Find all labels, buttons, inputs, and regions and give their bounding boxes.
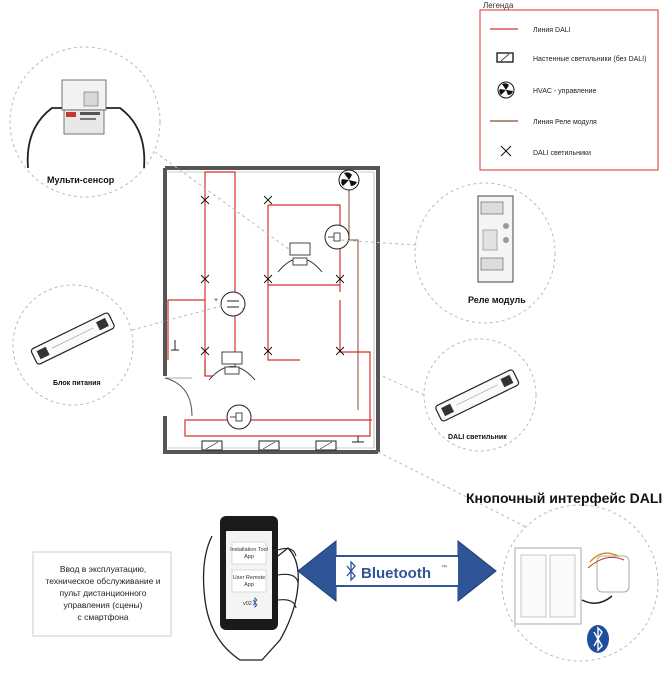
relay-line xyxy=(348,180,359,410)
fan-icon xyxy=(497,81,515,99)
cross-icon xyxy=(335,274,345,284)
dali-lines xyxy=(167,171,372,437)
wall-luminaire-icon xyxy=(315,440,337,451)
multisensor-label: Мульти-сенсор xyxy=(47,175,115,185)
floor-plan: + - xyxy=(163,166,380,454)
bluetooth-icon xyxy=(346,560,356,582)
cross-icon xyxy=(200,195,210,205)
commission-line-3: пульт дистанционного xyxy=(60,588,147,598)
push-button-interface-title: Кнопочный интерфейс DALI xyxy=(466,490,662,506)
bluetooth-double-arrow xyxy=(297,539,497,603)
bluetooth-label: Bluetooth xyxy=(361,565,431,582)
relay-plan-icon xyxy=(226,404,252,430)
dali-luminaire-illustration xyxy=(435,369,520,422)
wall-top-right xyxy=(165,166,380,452)
leader-line xyxy=(339,239,417,246)
multisensor-callout-circle xyxy=(9,46,161,198)
legend-label-hvac: HVAC - управление xyxy=(533,88,597,95)
wall-bottom xyxy=(163,416,378,454)
legend-label-relay-line: Линия Реле модуля xyxy=(533,119,597,126)
wall-luminaires xyxy=(201,440,337,451)
push-button-plan-icon xyxy=(352,436,364,443)
app-installation-tool-line2: App xyxy=(244,554,254,560)
wall-luminaire-icon xyxy=(201,440,223,451)
cross-icon xyxy=(200,346,210,356)
commission-line-5: с смартфона xyxy=(77,612,128,622)
app-tile-installation-tool[interactable] xyxy=(231,541,267,565)
cross-icon xyxy=(500,145,512,157)
sensor-plan-icons xyxy=(208,242,323,381)
legend-title: Легенда xyxy=(483,1,514,10)
legend: Легенда Линия DALI Настенные светильники… xyxy=(479,1,659,171)
wall-inner-line xyxy=(168,171,375,449)
leader-line xyxy=(377,451,529,529)
cross-icon xyxy=(200,274,210,284)
commission-line-4: управления (сцены) xyxy=(64,600,143,610)
bluetooth-icon xyxy=(587,625,609,653)
legend-label-dali-line: Линия DALI xyxy=(533,27,571,34)
multisensor-illustration xyxy=(26,79,146,169)
power-supply-illustration xyxy=(30,312,115,365)
relay-module-label: Реле модуль xyxy=(468,295,526,305)
power-supply-plan-marker xyxy=(171,340,179,351)
wall-luminaire-icon xyxy=(258,440,280,451)
app-user-remote-line1: User Remote xyxy=(233,575,265,581)
fan-icon xyxy=(338,169,360,191)
commission-line-1: Ввод в эксплуатацию, xyxy=(60,564,146,574)
dali-luminaire-crosses xyxy=(200,195,345,356)
wall-luminaire-icon xyxy=(496,52,514,63)
commission-line-2: техническое обслуживание и xyxy=(46,576,161,586)
power-supply-callout-circle xyxy=(12,284,134,406)
app-installation-tool-line1: Installation Tool xyxy=(230,547,268,553)
app-tile-user-remote[interactable] xyxy=(231,569,267,593)
callout-leader-lines xyxy=(131,151,529,529)
legend-label-wall-luminaire: Настенные светильники (без DALI) xyxy=(533,55,646,63)
bluetooth-icon xyxy=(252,597,258,608)
multisensor-icon xyxy=(208,351,256,381)
app-user-remote-line2: App xyxy=(244,582,254,588)
app-version: v02 xyxy=(243,601,252,607)
relay-module-illustration xyxy=(477,195,514,283)
cross-icon xyxy=(263,195,273,205)
push-button-callout-circle xyxy=(501,504,659,662)
bluetooth-trademark: ™ xyxy=(441,564,447,571)
leader-line xyxy=(154,151,291,251)
svg-text:-: - xyxy=(242,306,245,313)
smartphone: Installation Tool App User Remote App v0… xyxy=(220,516,278,630)
svg-text:+: + xyxy=(214,297,218,304)
legend-label-dali-luminaires: DALI светильники xyxy=(533,150,591,157)
relay-plan-icon xyxy=(324,224,350,250)
relay-callout-circle xyxy=(414,182,556,324)
cross-icon xyxy=(263,346,273,356)
power-supply-label: Блок питания xyxy=(53,380,101,387)
leader-line xyxy=(379,374,425,396)
cross-icon xyxy=(263,274,273,284)
door-swing xyxy=(164,377,193,417)
dali-luminaire-label: DALI светильник xyxy=(448,434,507,441)
commissioning-text-box xyxy=(32,551,172,637)
power-supply-plan-icon: + - xyxy=(214,291,246,317)
push-button-illustration xyxy=(514,547,630,625)
leader-line xyxy=(131,304,226,331)
multisensor-icon xyxy=(277,242,323,273)
cross-icon xyxy=(335,346,345,356)
